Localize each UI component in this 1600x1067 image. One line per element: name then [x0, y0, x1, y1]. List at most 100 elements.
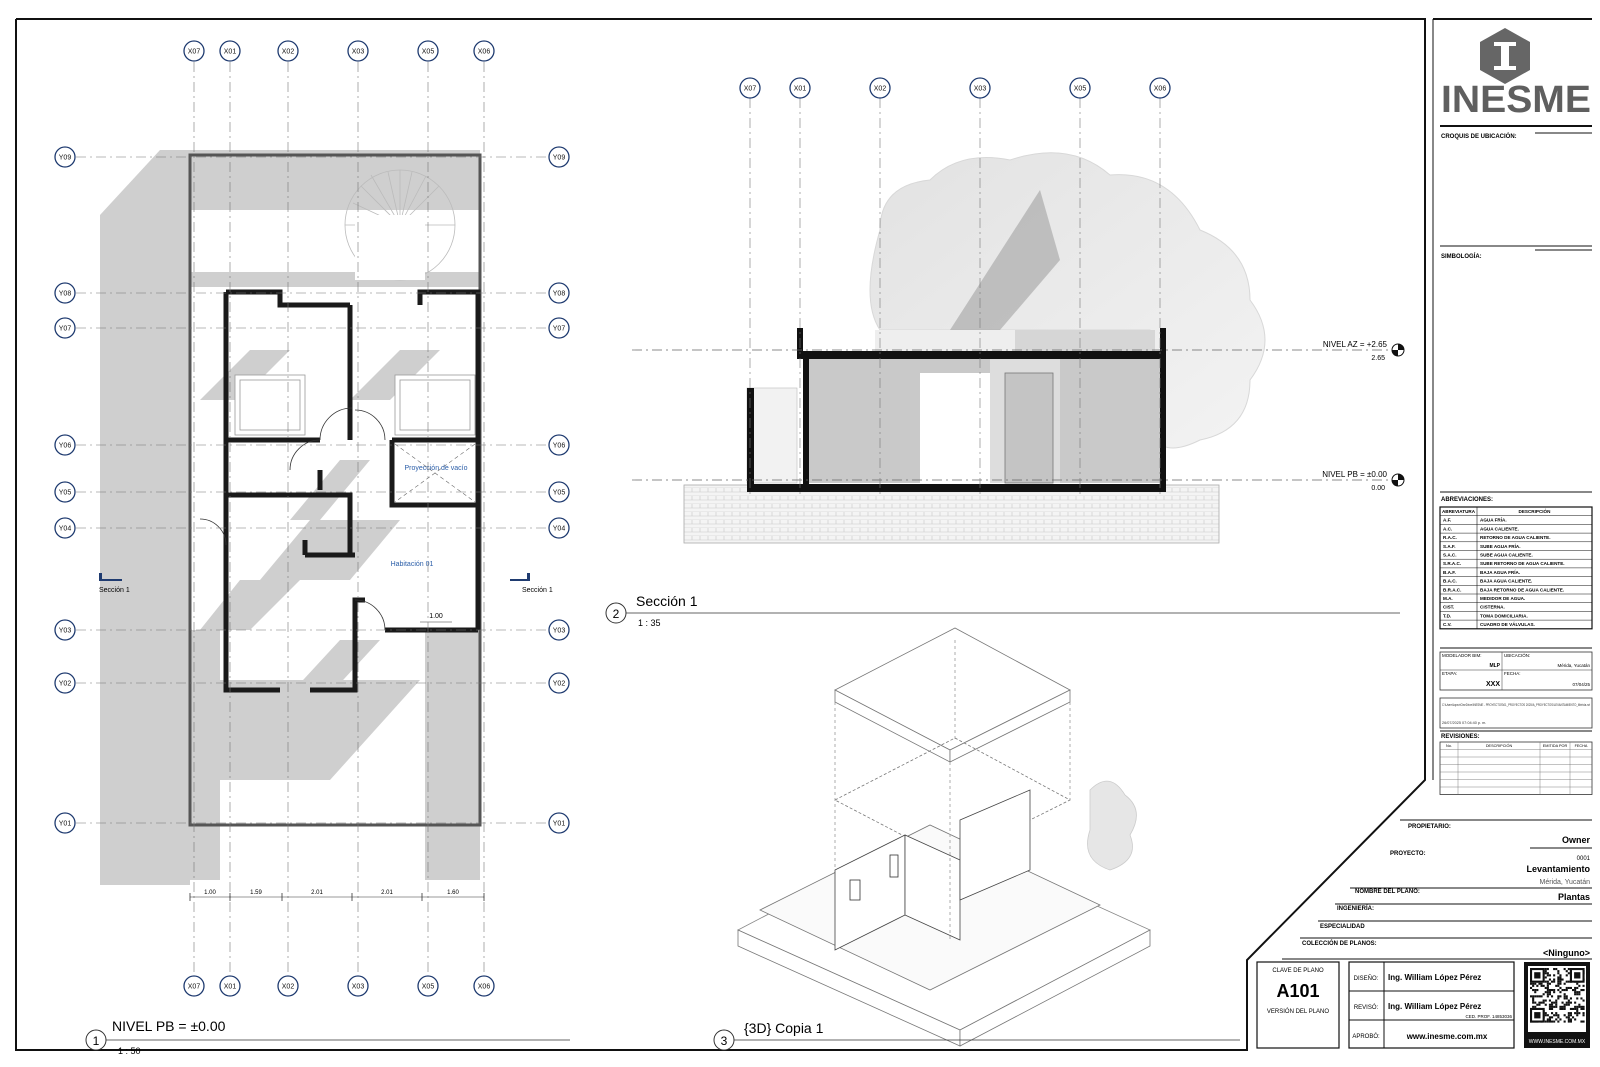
ingenieria-label: INGENIERÍA:	[1337, 904, 1374, 912]
abbr-description: MEDIDOR DE AGUA.	[1480, 596, 1525, 601]
grid-bubble-right-Y05: Y05	[548, 481, 570, 503]
view-2-number: 2	[613, 607, 620, 621]
etapa-value: XXX	[1486, 681, 1500, 688]
grid-bubble-top-X03: X03	[347, 40, 369, 62]
nombre-label: NOMBRE DEL PLANO:	[1355, 889, 1420, 895]
grid-bubble-top-X05: X05	[417, 40, 439, 62]
abbr-description: AGUA CALIENTE.	[1480, 526, 1519, 531]
rev-header: No.	[1446, 744, 1452, 748]
abbr-code: A.F.	[1443, 518, 1451, 523]
grid-bubble-left-Y04: Y04	[54, 517, 76, 539]
grid-bubble-right-Y01: Y01	[548, 812, 570, 834]
view-2-scale: 1 : 35	[638, 618, 661, 628]
svg-text:Y04: Y04	[553, 526, 566, 533]
svg-text:X05: X05	[422, 49, 435, 56]
abbr-code: A.C.	[1443, 526, 1452, 531]
view-3-title: {3D} Copia 1	[744, 1020, 824, 1036]
abbr-code: R.A.C.	[1443, 535, 1457, 540]
abbr-description: BAJA AGUA CALIENTE.	[1480, 579, 1532, 584]
svg-text:Y01: Y01	[59, 821, 72, 828]
svg-text:Y08: Y08	[553, 291, 566, 298]
abbr-code: B.A.F.	[1443, 570, 1456, 575]
level-pb-value: 0.00	[1371, 485, 1385, 492]
svg-text:X07: X07	[744, 86, 757, 93]
svg-text:X06: X06	[1154, 86, 1167, 93]
svg-text:X01: X01	[224, 49, 237, 56]
svg-text:Y06: Y06	[59, 443, 72, 450]
svg-text:X05: X05	[422, 984, 435, 991]
svg-text:X07: X07	[188, 984, 201, 991]
dimension-0: 1.00	[204, 890, 216, 896]
view-titles: 1 NIVEL PB = ±0.00 1 : 50 2 Sección 1 1 …	[85, 593, 1400, 1056]
proyecto-location: Mérida, Yucatán	[1540, 879, 1591, 886]
void-label: Proyección de vacío	[404, 465, 467, 472]
grid-bubble-left-Y06: Y06	[54, 434, 76, 456]
abbr-code: S.A.F.	[1443, 544, 1456, 549]
beds	[234, 374, 476, 436]
abbr-code: C.V.	[1443, 622, 1452, 627]
view-2-title: Sección 1	[636, 593, 698, 609]
void-projection	[394, 443, 476, 503]
svg-text:Y02: Y02	[553, 681, 566, 688]
ubicacion-value: Mérida, Yucatán	[1558, 663, 1591, 668]
rev-header: DESCRIPCIÓN	[1486, 743, 1513, 748]
grid-bubble-left-Y08: Y08	[54, 282, 76, 304]
svg-text:X02: X02	[282, 984, 295, 991]
dimension-3: 2.01	[381, 890, 393, 896]
svg-text:Y09: Y09	[59, 155, 72, 162]
grid-bubble-right-Y02: Y02	[548, 672, 570, 694]
grid-bubble-top-X06: X06	[473, 40, 495, 62]
reviso-value: Ing. William López Pérez	[1388, 1002, 1481, 1011]
section-grid-bubble-X07: X07	[739, 77, 761, 99]
rev-header: EMITIDA POR	[1543, 744, 1568, 748]
abbr-description: TOMA DOMICILIARIA.	[1480, 613, 1528, 618]
proyecto-label: PROYECTO:	[1390, 851, 1426, 857]
proyecto-number: 0001	[1577, 856, 1591, 862]
section-grid-bubble-X06: X06	[1149, 77, 1171, 99]
abbr-description: BAJA AGUA FRÍA.	[1480, 568, 1520, 575]
svg-text:Y07: Y07	[59, 326, 72, 333]
grid-bubble-right-Y04: Y04	[548, 517, 570, 539]
abbr-code: T.D.	[1443, 613, 1451, 618]
diseno-value: Ing. William López Pérez	[1388, 973, 1481, 982]
version-label: VERSIÓN DEL PLANO	[1267, 1008, 1329, 1015]
grid-bubble-bottom-X06: X06	[473, 975, 495, 997]
grid-bubble-right-Y03: Y03	[548, 619, 570, 641]
abbr-code: CIST.	[1443, 605, 1454, 610]
grid-bubble-right-Y08: Y08	[548, 282, 570, 304]
svg-text:X05: X05	[1074, 86, 1087, 93]
svg-text:Y03: Y03	[59, 628, 72, 635]
website: www.inesme.com.mx	[1406, 1032, 1488, 1041]
svg-text:Y08: Y08	[59, 291, 72, 298]
dimension-2: 2.01	[311, 890, 323, 896]
abbr-description: BAJA RETORNO DE AGUA CALIENTE.	[1480, 587, 1564, 592]
abbr-code: B.R.A.C.	[1443, 587, 1461, 592]
grid-bubble-right-Y09: Y09	[548, 146, 570, 168]
svg-text:Y02: Y02	[59, 681, 72, 688]
abbr-header-desc: DESCRIPCIÓN	[1519, 507, 1552, 514]
grid-bubble-bottom-X02: X02	[277, 975, 299, 997]
grid-bubble-top-X02: X02	[277, 40, 299, 62]
etapa-label: ETAPA:	[1442, 671, 1457, 676]
svg-text:Y07: Y07	[553, 326, 566, 333]
svg-text:X03: X03	[974, 86, 987, 93]
svg-text:X03: X03	[352, 49, 365, 56]
abbr-description: SUBE AGUA FRÍA.	[1480, 542, 1521, 549]
ground-hatch	[683, 484, 1220, 544]
logo-text: INESME	[1441, 79, 1591, 121]
level-az-value: 2.65	[1371, 355, 1385, 362]
abbr-code: S.A.C.	[1443, 553, 1457, 558]
grid-bubble-left-Y01: Y01	[54, 812, 76, 834]
modelador-label: MODELADOR BIM:	[1442, 653, 1482, 658]
grid-bubble-bottom-X07: X07	[183, 975, 205, 997]
aprobo-label: APROBÓ:	[1352, 1033, 1380, 1040]
level-markers	[1391, 343, 1405, 487]
dimension-4: 1.60	[447, 890, 459, 896]
section-tag-left: Sección 1	[99, 587, 130, 594]
proyecto-value: Levantamiento	[1526, 864, 1590, 874]
grid-bubble-left-Y07: Y07	[54, 317, 76, 339]
nombre-value: Plantas	[1558, 892, 1590, 902]
grid-bubble-left-Y05: Y05	[54, 481, 76, 503]
